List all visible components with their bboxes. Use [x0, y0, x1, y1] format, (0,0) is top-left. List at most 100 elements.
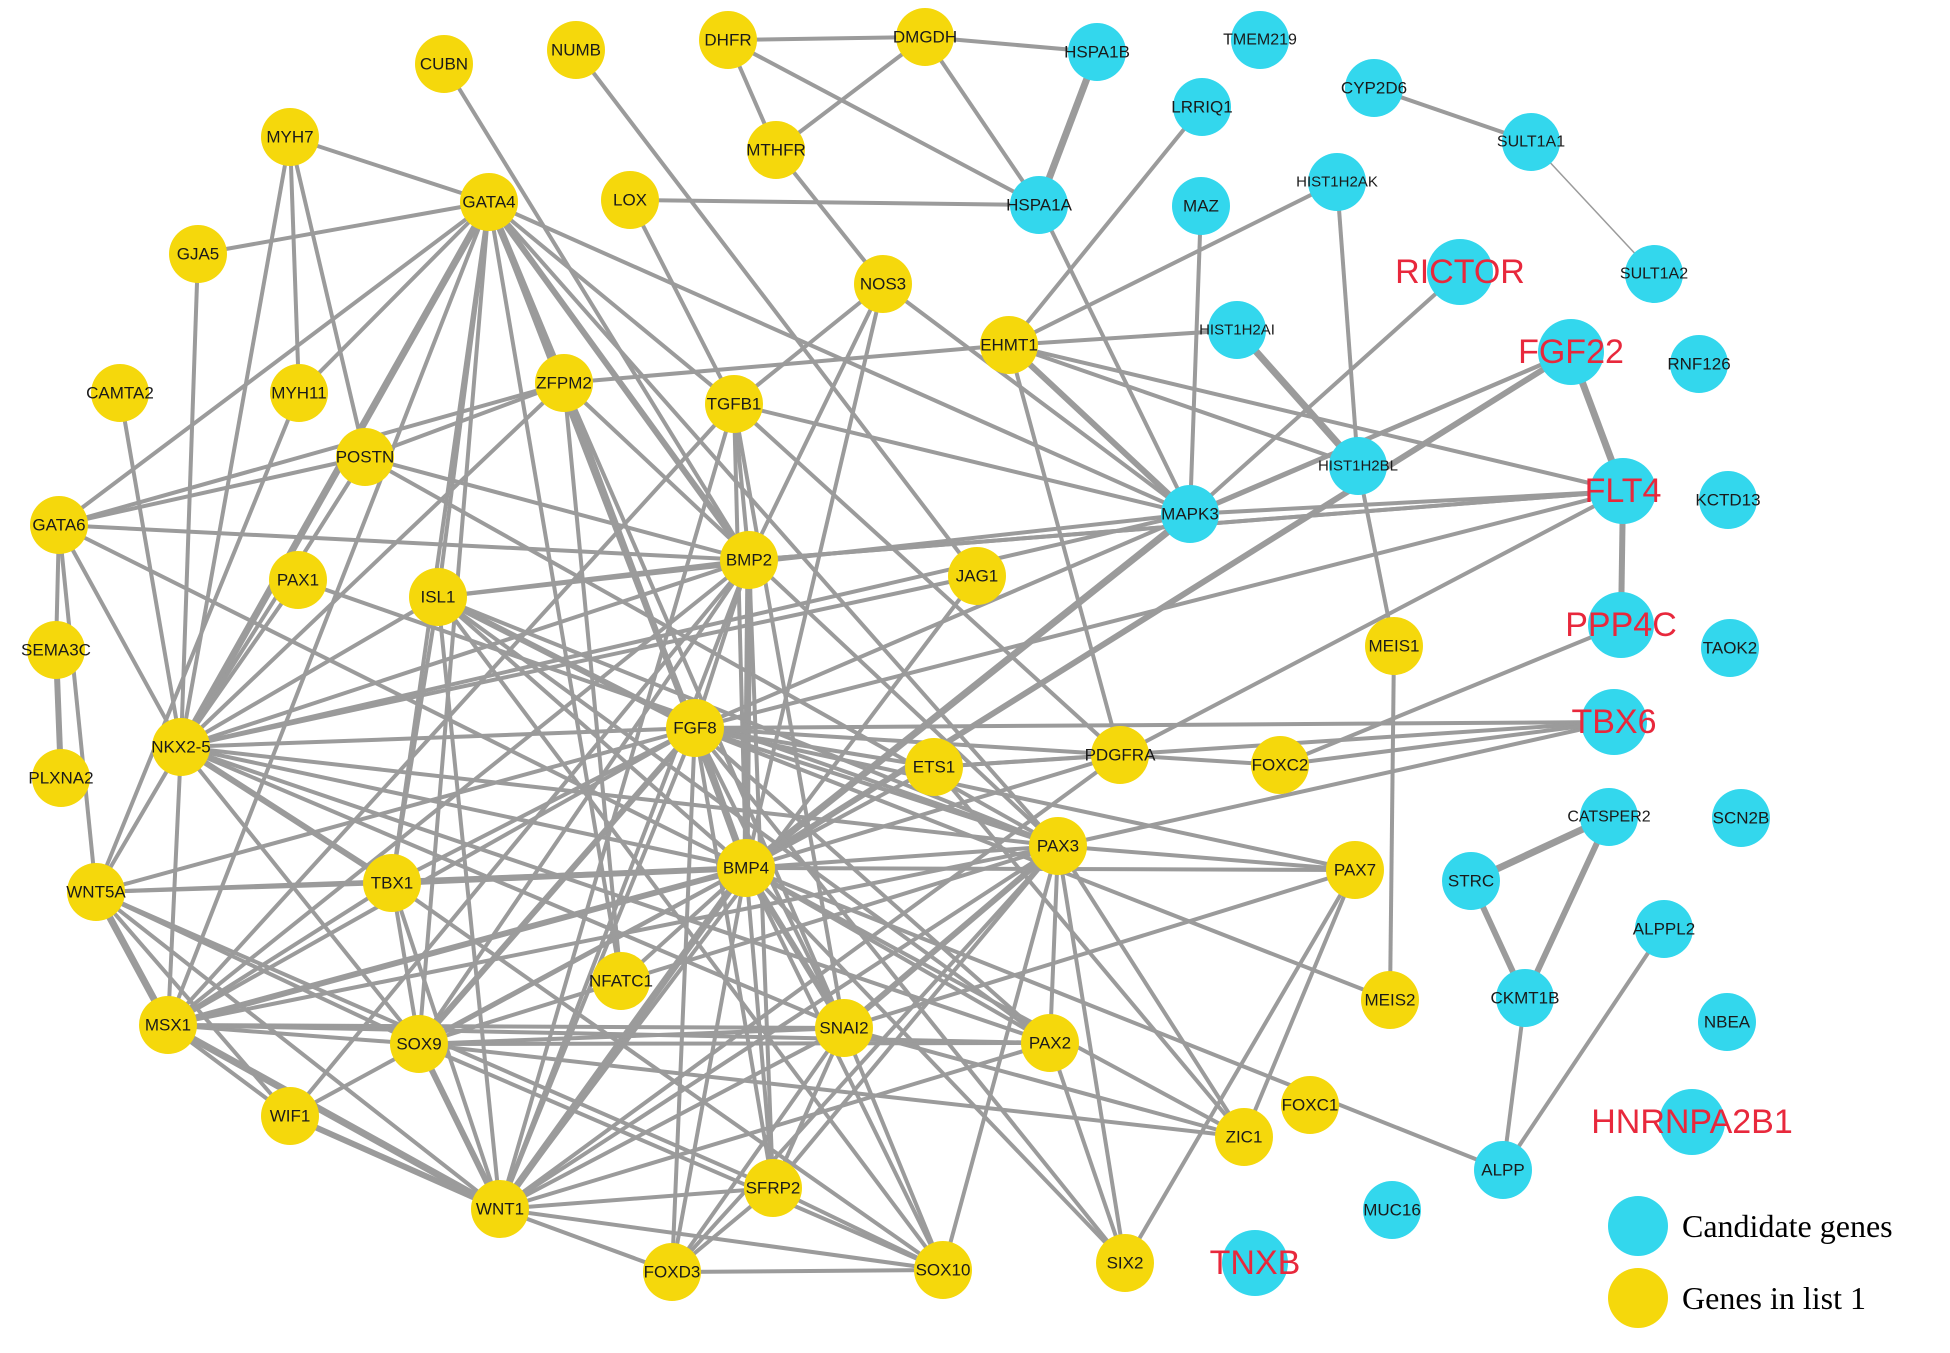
node-circle[interactable]: [1588, 592, 1654, 658]
node-circle[interactable]: [896, 8, 954, 66]
node-circle[interactable]: [1326, 841, 1384, 899]
node-hnrnpa2b1[interactable]: HNRNPA2B1: [1591, 1089, 1793, 1155]
node-circle[interactable]: [547, 21, 605, 79]
node-circle[interactable]: [1091, 726, 1149, 784]
node-circle[interactable]: [169, 225, 227, 283]
node-meis1[interactable]: MEIS1: [1365, 617, 1423, 675]
node-circle[interactable]: [592, 952, 650, 1010]
node-circle[interactable]: [1231, 11, 1289, 69]
node-ppp4c[interactable]: PPP4C: [1565, 592, 1677, 658]
node-mapk3[interactable]: MAPK3: [1161, 485, 1219, 543]
node-gata6[interactable]: GATA6: [30, 496, 88, 554]
node-circle[interactable]: [854, 255, 912, 313]
node-zfpm2[interactable]: ZFPM2: [535, 354, 593, 412]
node-plxna2[interactable]: PLXNA2: [28, 749, 94, 807]
node-alppl2[interactable]: ALPPL2: [1633, 900, 1695, 958]
node-isl1[interactable]: ISL1: [409, 568, 467, 626]
node-circle[interactable]: [1496, 969, 1554, 1027]
node-circle[interactable]: [336, 428, 394, 486]
node-pax1[interactable]: PAX1: [269, 551, 327, 609]
node-sox10[interactable]: SOX10: [914, 1241, 972, 1299]
node-circle[interactable]: [27, 621, 85, 679]
node-circle[interactable]: [1580, 788, 1638, 846]
node-hspa1b[interactable]: HSPA1B: [1064, 23, 1130, 81]
node-fgf22[interactable]: FGF22: [1518, 319, 1624, 385]
node-sult1a2[interactable]: SULT1A2: [1620, 245, 1688, 303]
node-flt4[interactable]: FLT4: [1585, 458, 1662, 524]
node-lox[interactable]: LOX: [601, 171, 659, 229]
node-circle[interactable]: [1329, 437, 1387, 495]
node-circle[interactable]: [1701, 619, 1759, 677]
node-myh7[interactable]: MYH7: [261, 108, 319, 166]
node-circle[interactable]: [1010, 176, 1068, 234]
node-circle[interactable]: [152, 718, 210, 776]
node-circle[interactable]: [1222, 1230, 1288, 1296]
node-circle[interactable]: [1442, 852, 1500, 910]
node-cyp2d6[interactable]: CYP2D6: [1341, 59, 1407, 117]
node-kctd13[interactable]: KCTD13: [1695, 471, 1761, 529]
node-pax7[interactable]: PAX7: [1326, 841, 1384, 899]
node-circle[interactable]: [1361, 971, 1419, 1029]
node-taok2[interactable]: TAOK2: [1701, 619, 1759, 677]
node-numb[interactable]: NUMB: [547, 21, 605, 79]
node-hist1h2ai[interactable]: HIST1H2AI: [1199, 301, 1275, 359]
node-circle[interactable]: [601, 171, 659, 229]
node-circle[interactable]: [1172, 177, 1230, 235]
node-foxc1[interactable]: FOXC1: [1281, 1076, 1339, 1134]
node-mthfr[interactable]: MTHFR: [746, 121, 806, 179]
node-circle[interactable]: [363, 854, 421, 912]
node-maz[interactable]: MAZ: [1172, 177, 1230, 235]
node-circle[interactable]: [717, 839, 775, 897]
node-sox9[interactable]: SOX9: [390, 1015, 448, 1073]
node-dmgdh[interactable]: DMGDH: [893, 8, 957, 66]
node-hspa1a[interactable]: HSPA1A: [1006, 176, 1073, 234]
node-pax3[interactable]: PAX3: [1029, 817, 1087, 875]
node-dhfr[interactable]: DHFR: [699, 11, 757, 69]
node-circle[interactable]: [720, 531, 778, 589]
node-bmp2[interactable]: BMP2: [720, 531, 778, 589]
node-jag1[interactable]: JAG1: [948, 547, 1006, 605]
node-pdgfra[interactable]: PDGFRA: [1085, 726, 1157, 784]
node-circle[interactable]: [139, 996, 197, 1054]
node-six2[interactable]: SIX2: [1096, 1234, 1154, 1292]
node-circle[interactable]: [980, 316, 1038, 374]
node-foxc2[interactable]: FOXC2: [1251, 736, 1309, 794]
node-circle[interactable]: [1161, 485, 1219, 543]
node-circle[interactable]: [1363, 1181, 1421, 1239]
node-tgfb1[interactable]: TGFB1: [705, 375, 763, 433]
node-circle[interactable]: [815, 999, 873, 1057]
node-circle[interactable]: [666, 699, 724, 757]
node-circle[interactable]: [1670, 335, 1728, 393]
node-alpp[interactable]: ALPP: [1474, 1141, 1532, 1199]
node-circle[interactable]: [270, 364, 328, 422]
node-circle[interactable]: [1581, 689, 1647, 755]
node-wnt5a[interactable]: WNT5A: [66, 863, 126, 921]
node-circle[interactable]: [409, 568, 467, 626]
node-ets1[interactable]: ETS1: [905, 738, 963, 796]
node-circle[interactable]: [1215, 1108, 1273, 1166]
node-circle[interactable]: [1365, 617, 1423, 675]
node-scn2b[interactable]: SCN2B: [1712, 789, 1770, 847]
node-circle[interactable]: [1502, 113, 1560, 171]
node-circle[interactable]: [643, 1243, 701, 1301]
node-rictor[interactable]: RICTOR: [1395, 239, 1525, 305]
node-circle[interactable]: [1699, 471, 1757, 529]
node-circle[interactable]: [1712, 789, 1770, 847]
node-rnf126[interactable]: RNF126: [1667, 335, 1731, 393]
node-circle[interactable]: [471, 1180, 529, 1238]
node-foxd3[interactable]: FOXD3: [643, 1243, 701, 1301]
node-circle[interactable]: [460, 173, 518, 231]
node-sult1a1[interactable]: SULT1A1: [1497, 113, 1565, 171]
node-circle[interactable]: [705, 375, 763, 433]
node-circle[interactable]: [261, 1087, 319, 1145]
node-zic1[interactable]: ZIC1: [1215, 1108, 1273, 1166]
node-circle[interactable]: [1698, 993, 1756, 1051]
node-circle[interactable]: [1625, 245, 1683, 303]
node-circle[interactable]: [1173, 78, 1231, 136]
node-circle[interactable]: [905, 738, 963, 796]
node-circle[interactable]: [415, 35, 473, 93]
node-sema3c[interactable]: SEMA3C: [21, 621, 91, 679]
node-circle[interactable]: [1208, 301, 1266, 359]
node-gata4[interactable]: GATA4: [460, 173, 518, 231]
node-muc16[interactable]: MUC16: [1363, 1181, 1421, 1239]
